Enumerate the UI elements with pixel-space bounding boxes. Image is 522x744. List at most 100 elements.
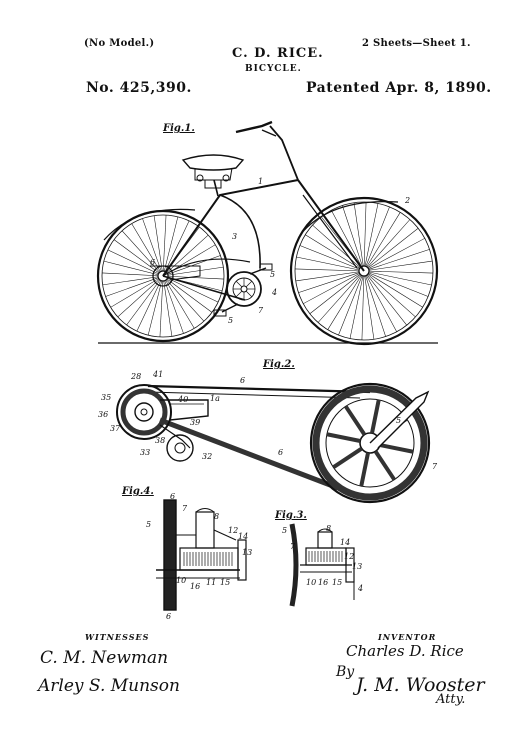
spoke [332, 446, 363, 469]
fig3-section [289, 523, 355, 607]
fig3-ref: 4 [358, 584, 364, 593]
fig4-ref: 6 [166, 612, 172, 621]
spoke [296, 256, 360, 271]
spoke [167, 266, 224, 276]
spoke [379, 443, 414, 454]
spoke [366, 275, 397, 332]
spoke [367, 228, 419, 269]
invention-title: BICYCLE. [245, 64, 302, 74]
spoke [331, 210, 362, 267]
spoke [367, 274, 416, 318]
fig2-label: Fig.2. [263, 359, 295, 370]
spoke [359, 452, 370, 487]
spoke [368, 270, 433, 274]
spoke [327, 275, 362, 330]
spoke [166, 279, 205, 322]
fig4-label: Fig.4. [122, 486, 154, 497]
spoke [368, 273, 423, 308]
spoke [368, 271, 432, 286]
attorney-suffix: Atty. [436, 692, 466, 707]
spoke [368, 238, 425, 269]
spoke [298, 272, 360, 293]
spoke [165, 280, 195, 329]
spoke [245, 280, 253, 288]
spoke [102, 276, 159, 286]
fig4-ref: 10 [176, 576, 187, 585]
fig3-ref: 16 [318, 578, 329, 587]
fig3-ref: 12 [344, 552, 355, 561]
spoke [162, 215, 167, 272]
fig2-ref: 36 [98, 410, 109, 419]
fig1-ref: 6 [150, 258, 156, 267]
spoke [344, 405, 367, 436]
fig3-ref: 13 [352, 562, 363, 571]
patent-number: No. 425,390. [86, 80, 192, 96]
witness-signature-2: Arley S. Munson [38, 676, 180, 696]
spoke [366, 212, 401, 267]
fig4-ref: 5 [146, 520, 152, 529]
inventor-signature: Charles D. Rice [346, 642, 464, 660]
spoke [110, 278, 159, 308]
fig1-ref: 3 [232, 232, 238, 241]
spoke [105, 277, 159, 297]
fig4-ref: 13 [242, 548, 253, 557]
spoke [235, 290, 243, 298]
spoke [367, 219, 411, 268]
spoke [245, 290, 253, 298]
fig4-ref: 16 [190, 582, 201, 591]
fig3-ref: 8 [326, 524, 332, 533]
fig3-ref: 5 [282, 526, 288, 535]
spoke [317, 274, 361, 323]
spoke [163, 280, 173, 337]
fig1-ref: 1 [258, 177, 264, 186]
fig1-ref: 5 [270, 270, 276, 279]
spoke [164, 280, 184, 334]
fig1-bicycle [96, 120, 439, 346]
fig2-ref: 6 [278, 448, 284, 457]
spoke [147, 280, 163, 336]
fig2-ref: 35 [101, 393, 112, 402]
spoke [365, 275, 386, 337]
fig1-ref: 2 [405, 196, 411, 205]
fig2-ref: 41 [153, 370, 164, 379]
fig1-label: Fig.1. [163, 123, 195, 134]
fig3-ref: 14 [340, 538, 351, 547]
fig4-ref: 12 [228, 526, 239, 535]
spoke [167, 275, 224, 280]
spoke [305, 234, 360, 269]
spoke [153, 215, 163, 272]
fig1-ref: 5 [228, 316, 234, 325]
spoke [361, 275, 365, 340]
spoke [107, 249, 159, 275]
fig4-ref: 11 [206, 578, 217, 587]
spoke [131, 223, 161, 272]
by-label: By [336, 664, 355, 680]
spoke [102, 272, 159, 277]
spoke [295, 268, 360, 272]
fig2-ref: 32 [202, 452, 213, 461]
spoke [349, 275, 364, 339]
fig2-ref: 7 [432, 462, 438, 471]
spoke [309, 273, 361, 314]
model-note: (No Model.) [84, 38, 155, 49]
spoke [117, 279, 160, 318]
spoke [353, 202, 364, 267]
witness-signature-1: C. M. Newman [40, 648, 169, 668]
spoke [103, 260, 159, 276]
fig2-ref: 38 [155, 436, 166, 445]
fig3-ref: 10 [306, 578, 317, 587]
fig2-ref: 33 [140, 448, 151, 457]
fig3-label: Fig.3. [275, 510, 307, 521]
spoke [312, 224, 361, 268]
spoke [121, 230, 160, 273]
inventor-name-title: C. D. RICE. [232, 46, 324, 61]
spoke [126, 279, 161, 326]
spoke [167, 277, 219, 303]
spoke [164, 220, 190, 272]
spoke [366, 274, 407, 326]
attorney-signature: J. M. Wooster [356, 674, 485, 696]
spoke [295, 271, 360, 282]
spoke [338, 275, 363, 336]
fig4-ref: 7 [182, 504, 188, 513]
spoke [142, 218, 162, 272]
